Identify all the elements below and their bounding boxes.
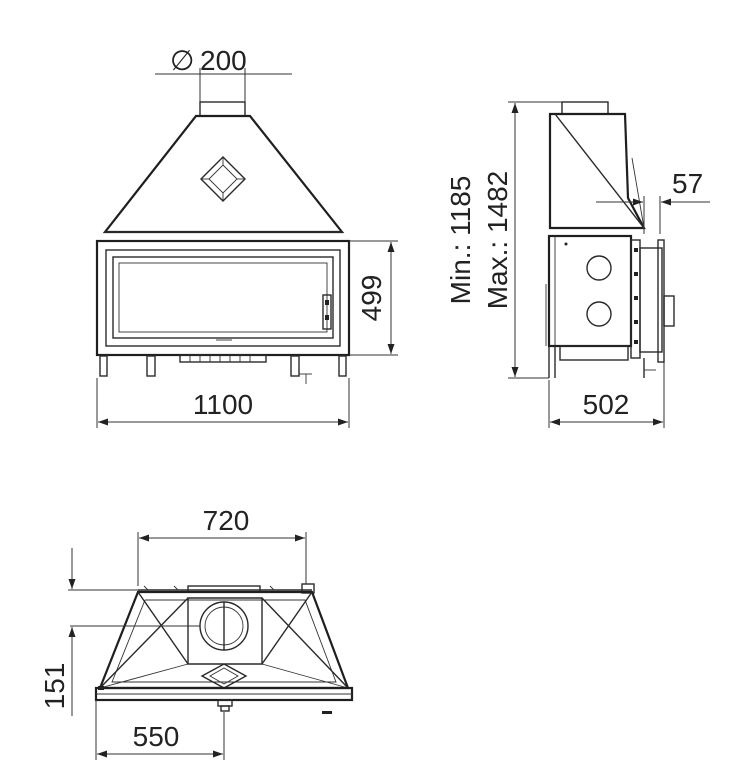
side-body	[547, 234, 633, 348]
flue-diameter-symbol: ∅	[170, 45, 194, 76]
flue-offset-value: 151	[39, 663, 70, 710]
dim-frame-offset: 57	[596, 168, 710, 234]
side-flue-collar	[561, 101, 609, 115]
side-air-opening-bottom	[586, 301, 612, 327]
front-hood	[102, 114, 345, 234]
dim-hood-width: 720	[137, 505, 307, 586]
dim-flue-diameter: ∅ 200	[155, 45, 292, 102]
dim-flue-offset: 151	[39, 548, 138, 716]
side-hood	[548, 112, 646, 230]
door-handle	[322, 294, 332, 330]
height-max-value: Max.: 1482	[482, 171, 513, 310]
air-grill	[179, 354, 267, 363]
hood-width-value: 720	[203, 505, 250, 536]
side-view: Min.: 1185 Max.: 1482 57 502	[445, 101, 710, 428]
half-width-value: 550	[133, 721, 180, 752]
dim-body-height: 499	[349, 240, 398, 356]
side-air-opening-top	[586, 255, 612, 281]
firebox-glass	[112, 256, 334, 339]
dim-side-depth: 502	[548, 362, 665, 428]
top-hood-inner	[187, 597, 263, 665]
front-feet	[99, 355, 347, 384]
flue-collar	[199, 101, 246, 117]
body-height-value: 499	[356, 275, 387, 322]
dim-half-width: 550	[95, 700, 225, 760]
side-depth-value: 502	[583, 389, 630, 420]
side-handle	[663, 295, 675, 327]
dim-overall-height: Min.: 1185 Max.: 1482	[445, 101, 562, 379]
top-view: 720 151 550	[39, 505, 354, 760]
front-view: ∅ 200 1100 499	[95, 45, 398, 428]
frame-offset-value: 57	[672, 168, 703, 199]
flue-diameter-value: 200	[200, 45, 247, 76]
front-width-value: 1100	[193, 389, 253, 420]
diamond-ornament	[200, 156, 246, 202]
height-min-value: Min.: 1185	[445, 176, 476, 305]
dim-front-width: 1100	[96, 378, 350, 428]
